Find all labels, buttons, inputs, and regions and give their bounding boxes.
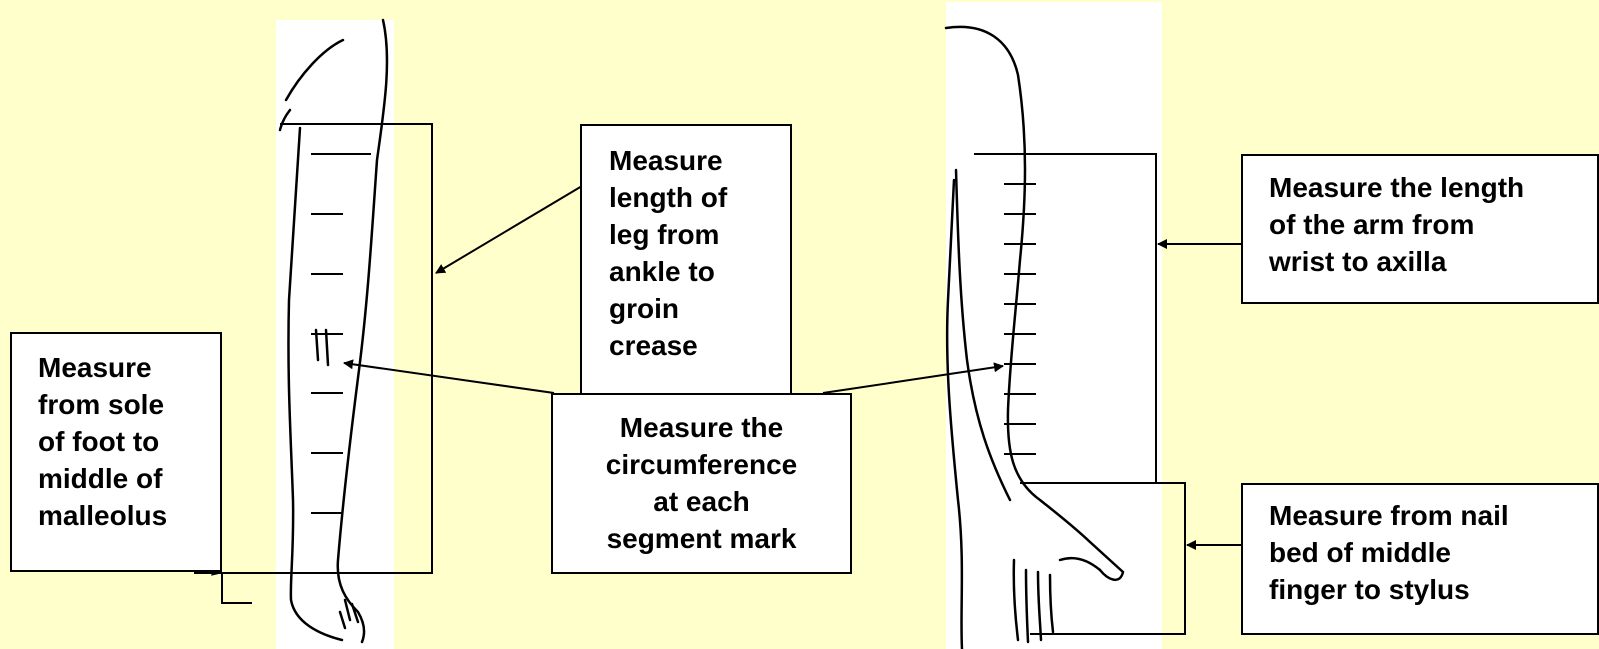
callout-line: of the arm from [1269, 206, 1597, 243]
callout-line: wrist to axilla [1269, 243, 1597, 280]
callout-line: length of [609, 179, 790, 216]
callout-line: crease [609, 327, 790, 364]
arm-outline [946, 27, 1123, 649]
callout-line: leg from [609, 216, 790, 253]
arrow-leg-length [436, 186, 582, 273]
callout-line: of foot to [38, 423, 220, 460]
callout-line: middle of [38, 460, 220, 497]
hand-callout: Measure from nail bed of middle finger t… [1241, 483, 1599, 635]
callout-line: circumference [553, 446, 850, 483]
arm-length-callout: Measure the length of the arm from wrist… [1241, 154, 1599, 304]
arrow-circumference-leg [344, 363, 554, 393]
arrow-circumference-arm [823, 366, 1003, 393]
circumference-callout: Measure the circumference at each segmen… [551, 393, 852, 574]
callout-line: at each [553, 483, 850, 520]
leg-segment-frame [194, 124, 432, 603]
callout-line: malleolus [38, 497, 220, 534]
leg-outline [280, 20, 387, 642]
callout-line: finger to stylus [1269, 571, 1597, 608]
leg-length-callout: Measure length of leg from ankle to groi… [580, 124, 792, 396]
foot-callout: Measure from sole of foot to middle of m… [10, 332, 222, 572]
callout-line: Measure from nail [1269, 497, 1597, 534]
callout-line: Measure the length [1269, 169, 1597, 206]
callout-line: Measure [609, 142, 790, 179]
callout-line: ankle to [609, 253, 790, 290]
callout-line: segment mark [553, 520, 850, 557]
callout-line: Measure [38, 349, 220, 386]
callout-line: groin [609, 290, 790, 327]
callout-line: Measure the [553, 409, 850, 446]
callout-line: bed of middle [1269, 534, 1597, 571]
callout-line: from sole [38, 386, 220, 423]
